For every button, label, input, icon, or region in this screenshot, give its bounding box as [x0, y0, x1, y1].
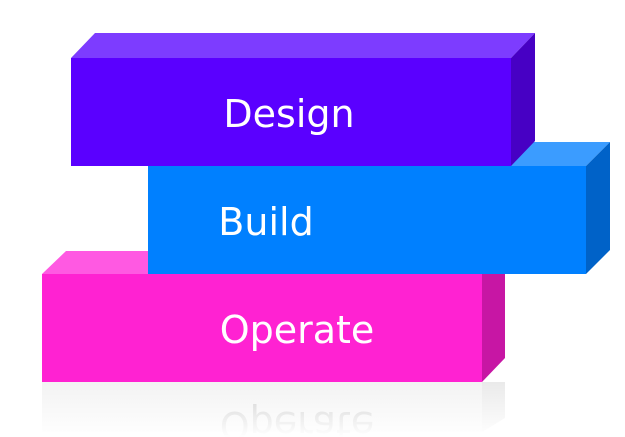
build-block-front	[148, 166, 586, 274]
design-block-side	[511, 33, 535, 166]
operate-reflection: Operate	[36, 380, 512, 437]
build-block-label: Build	[218, 200, 313, 244]
operate-block-side	[482, 251, 505, 382]
design-block-front	[71, 58, 511, 166]
operate-block-label: Operate	[220, 308, 375, 352]
build-block-side	[586, 142, 610, 274]
design-block: Design	[71, 33, 535, 166]
operate-block-front	[42, 274, 482, 382]
design-block-top	[71, 33, 535, 58]
reflection-fade-overlay	[36, 380, 512, 437]
operate-block: Operate	[42, 251, 505, 382]
design-block-label: Design	[223, 92, 354, 136]
